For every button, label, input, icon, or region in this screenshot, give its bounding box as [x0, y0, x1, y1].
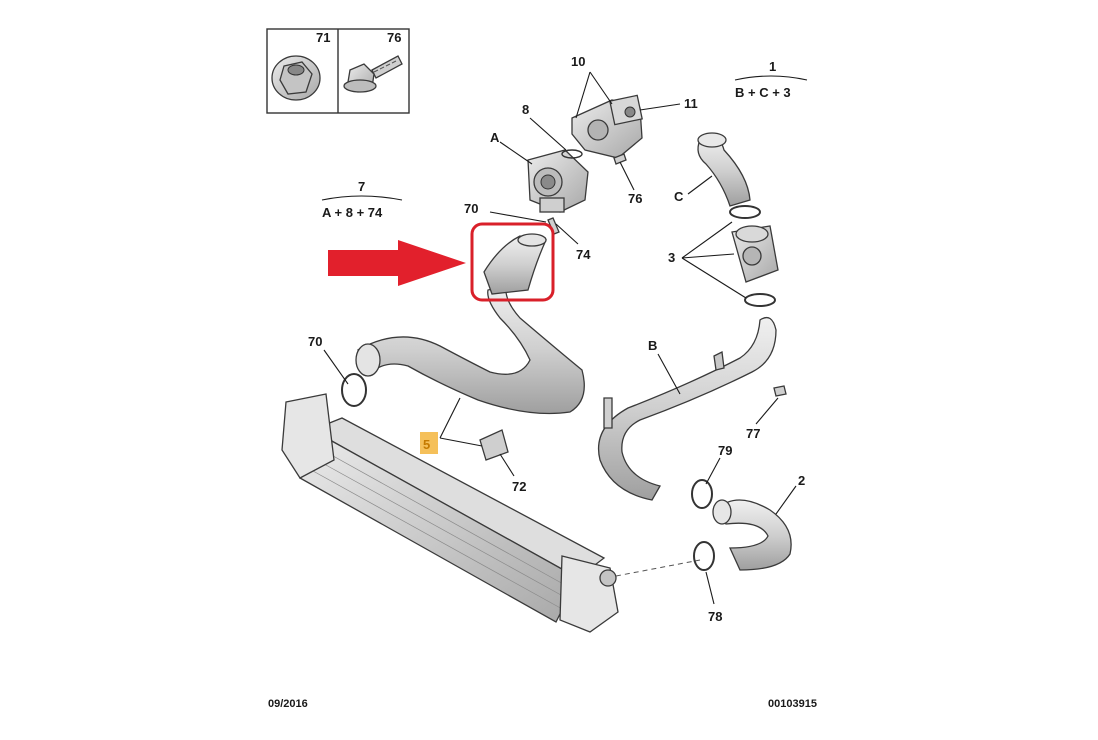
box-76-label: 76 — [387, 30, 401, 45]
callout-1-formula: B + C + 3 — [735, 85, 791, 100]
callout-8: 8 — [522, 102, 529, 117]
callout-5: 5 — [423, 437, 430, 452]
clamp-79 — [691, 479, 713, 509]
callout-79: 79 — [718, 443, 732, 458]
clamp-78 — [693, 541, 715, 571]
callout-5-badge — [420, 432, 438, 454]
highlight-box — [470, 222, 555, 302]
kit-label-7: 7 A + 8 + 74 — [321, 179, 403, 220]
clamp-3-top — [729, 205, 761, 219]
egr-valve-10 — [571, 94, 643, 159]
throttle-body-A — [527, 149, 589, 213]
kit-label-1: 1 B + C + 3 — [734, 59, 808, 100]
bracket-72 — [479, 429, 509, 461]
hose-B — [597, 316, 777, 501]
callout-2: 2 — [798, 473, 805, 488]
callout-70-top: 70 — [464, 201, 478, 216]
callout-72: 72 — [512, 479, 526, 494]
clamp-70-left — [341, 373, 367, 407]
footer-reference: 00103915 — [768, 698, 817, 710]
callout-A: A — [490, 130, 500, 145]
callout-C: C — [674, 189, 684, 204]
callout-74: 74 — [576, 247, 591, 262]
callout-78: 78 — [708, 609, 722, 624]
callout-10: 10 — [571, 54, 585, 69]
charge-sensor-3 — [731, 225, 779, 283]
callout-B: B — [648, 338, 657, 353]
intercooler — [281, 393, 619, 633]
hose-C — [697, 132, 751, 207]
hose-2 — [712, 499, 792, 571]
flange-bolt-icon — [343, 55, 403, 93]
callout-76: 76 — [628, 191, 642, 206]
leader-lines — [323, 71, 797, 605]
gasket-8 — [561, 149, 583, 159]
callout-7: 7 — [358, 179, 365, 194]
flange-nut-icon — [271, 55, 321, 101]
clamp-3-bottom — [744, 293, 776, 307]
callout-1: 1 — [769, 59, 776, 74]
bolt-76-small — [613, 153, 627, 165]
callouts: 10 11 8 A 76 C 70 74 3 70 B 5 72 77 79 2… — [308, 54, 805, 624]
footer-date: 09/2016 — [268, 698, 308, 710]
red-arrow — [328, 240, 466, 286]
callout-11: 11 — [684, 96, 698, 111]
callout-7-formula: A + 8 + 74 — [322, 205, 383, 220]
callout-77: 77 — [746, 426, 760, 441]
alignment-dash — [615, 559, 701, 577]
box-71-label: 71 — [316, 30, 330, 45]
callout-70-left: 70 — [308, 334, 322, 349]
hose-5 — [355, 285, 585, 415]
hardware-box: 71 76 — [266, 28, 410, 114]
highlighted-pipe-connector — [483, 233, 547, 295]
callout-3: 3 — [668, 250, 675, 265]
bolt-77 — [773, 385, 787, 397]
